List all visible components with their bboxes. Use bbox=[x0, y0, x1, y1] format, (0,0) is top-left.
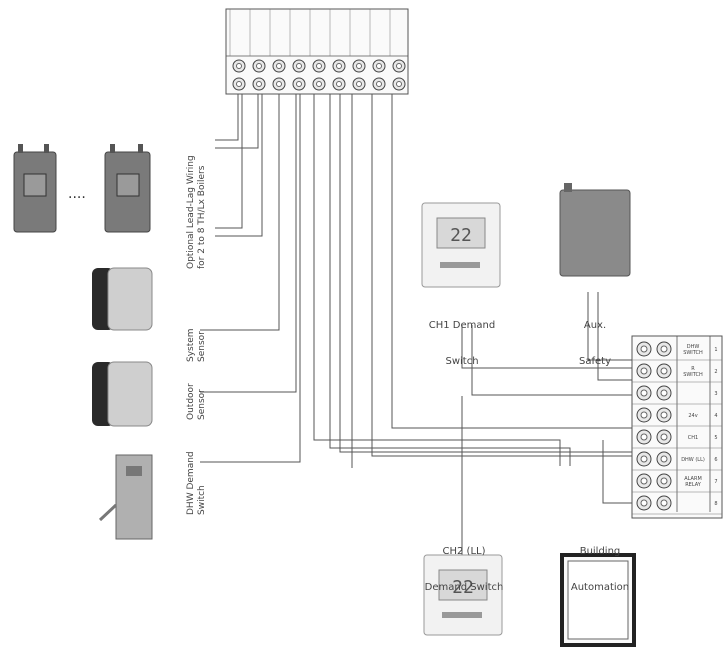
terminal-number: 3 bbox=[714, 391, 717, 397]
terminal-number: 6 bbox=[714, 457, 717, 463]
outdoor-sensor-device bbox=[92, 361, 153, 427]
wires bbox=[200, 94, 632, 555]
terminal-label: SWITCH bbox=[683, 372, 703, 378]
terminal-label: 24v bbox=[688, 413, 697, 419]
ch1-demand-line1: CH1 Demand bbox=[428, 320, 496, 331]
optional-wiring-line2: for 2 to 8 TH/Lx Boilers bbox=[197, 165, 207, 269]
ch1-demand-label: CH1 Demand Switch bbox=[416, 296, 508, 380]
boiler-unit-1 bbox=[13, 144, 57, 233]
aux-safety-device bbox=[559, 183, 631, 277]
optional-wiring-line1: Optional Lead-Lag Wiring bbox=[186, 155, 196, 269]
building-automation-line1: Building bbox=[579, 546, 621, 557]
terminal-number: 7 bbox=[714, 479, 717, 485]
terminal-number: 8 bbox=[714, 501, 717, 507]
ch2-demand-label: CH2 (LL) Demand Switch bbox=[414, 522, 514, 606]
terminal-number: 2 bbox=[714, 369, 717, 375]
system-sensor-line1: System bbox=[186, 328, 196, 362]
outdoor-sensor-line2: Sensor bbox=[197, 389, 207, 420]
ch2-thermostat-device: 22 bbox=[423, 554, 503, 636]
optional-wiring-label: Optional Lead-Lag Wiring for 2 to 8 TH/L… bbox=[186, 155, 208, 269]
boiler-unit-2 bbox=[104, 144, 151, 233]
terminal-label: ALARM bbox=[684, 476, 702, 482]
aux-safety-label: Aux. Safety bbox=[555, 296, 635, 380]
terminal-label: SWITCH bbox=[683, 350, 703, 356]
dhw-demand-label: DHW Demand Switch bbox=[186, 451, 208, 515]
aux-safety-line2: Safety bbox=[579, 356, 611, 367]
dhw-demand-line1: DHW Demand bbox=[186, 451, 196, 515]
terminal-label: DHW bbox=[687, 344, 700, 350]
ellipsis-text: ···· bbox=[68, 190, 86, 206]
top-terminal-block bbox=[225, 8, 409, 95]
ch1-thermostat-device: 22 bbox=[421, 202, 501, 288]
terminal-label: DHW (LL) bbox=[681, 457, 705, 463]
building-automation-device bbox=[560, 553, 636, 647]
building-automation-line2: Automation bbox=[570, 582, 630, 593]
dhw-demand-line2: Switch bbox=[197, 485, 207, 515]
outdoor-sensor-label: Outdoor Sensor bbox=[186, 383, 208, 420]
terminal-label: CH1 bbox=[688, 435, 698, 441]
ch1-demand-line2: Switch bbox=[445, 356, 479, 367]
ch2-demand-line2: Demand Switch bbox=[424, 582, 504, 593]
terminal-label: RELAY bbox=[685, 482, 702, 488]
outdoor-sensor-line1: Outdoor bbox=[186, 383, 196, 420]
ch2-demand-line1: CH2 (LL) bbox=[442, 546, 486, 557]
system-sensor-label: System Sensor bbox=[186, 328, 208, 362]
svg-text:22: 22 bbox=[452, 577, 474, 598]
aux-safety-line1: Aux. bbox=[583, 320, 607, 331]
building-automation-label: Building Automation bbox=[555, 522, 645, 606]
dhw-switch-device bbox=[98, 454, 153, 540]
terminal-label: R bbox=[691, 366, 695, 372]
terminal-number: 5 bbox=[714, 435, 717, 441]
terminal-number: 1 bbox=[714, 347, 717, 353]
svg-text:22: 22 bbox=[450, 225, 472, 246]
system-sensor-line2: Sensor bbox=[197, 331, 207, 362]
terminal-number: 4 bbox=[714, 413, 717, 419]
system-sensor-device bbox=[92, 267, 153, 331]
